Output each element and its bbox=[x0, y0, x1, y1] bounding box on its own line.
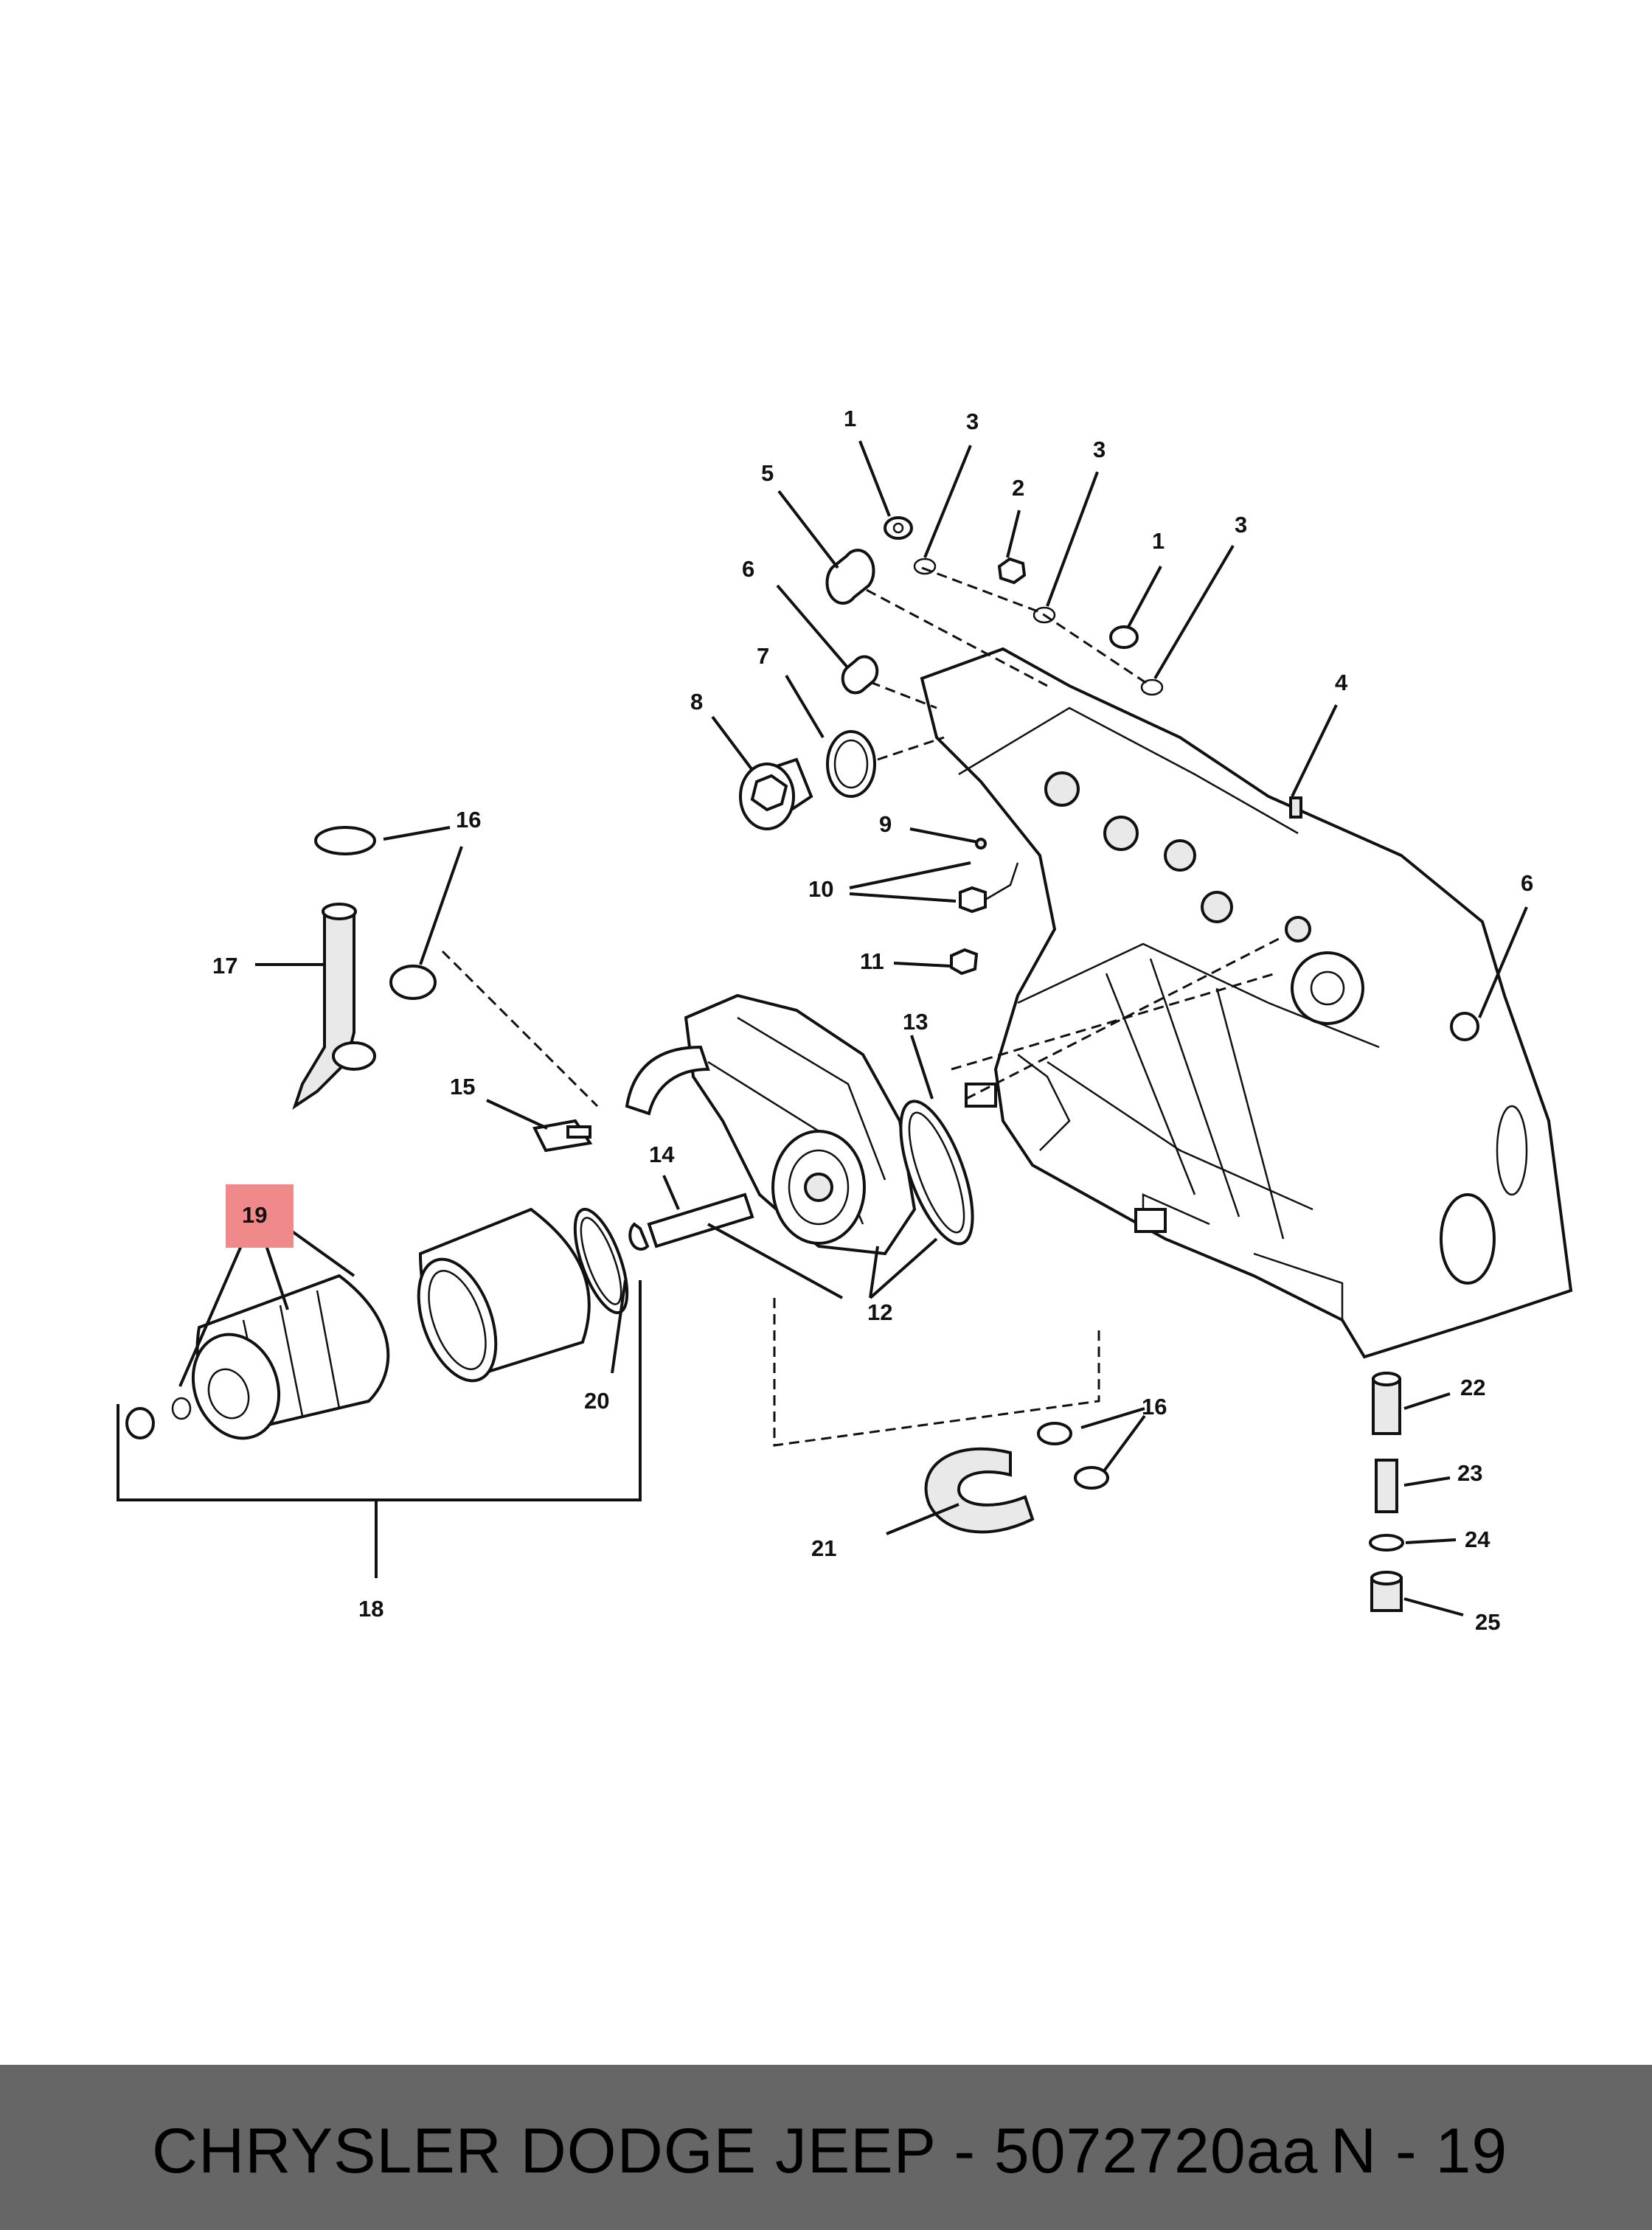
callout-2: 2 bbox=[1012, 475, 1024, 501]
callout-1a: 1 bbox=[844, 406, 856, 431]
callout-7: 7 bbox=[757, 643, 769, 669]
callout-16a: 16 bbox=[456, 807, 481, 833]
callout-8: 8 bbox=[690, 689, 703, 715]
callout-21: 21 bbox=[811, 1535, 836, 1561]
callout-19: 19 bbox=[242, 1202, 267, 1228]
callout-6a: 6 bbox=[742, 556, 754, 582]
callout-4: 4 bbox=[1335, 670, 1348, 695]
callout-18: 18 bbox=[358, 1596, 384, 1622]
footer-part-code: N - 19 bbox=[1330, 2116, 1508, 2186]
footer-bar bbox=[0, 2065, 1652, 2230]
callout-3a: 3 bbox=[966, 409, 979, 434]
callout-labels: 1 1 2 3 3 3 4 5 6 6 7 8 9 10 11 12 13 14… bbox=[212, 406, 1533, 1635]
sensor-fittings bbox=[950, 796, 1480, 1041]
hose-and-clamps-bottom bbox=[773, 1298, 1109, 1534]
top-fittings bbox=[739, 516, 1164, 830]
callout-3b: 3 bbox=[1093, 437, 1106, 462]
engine-block bbox=[920, 647, 1573, 1359]
callout-15: 15 bbox=[450, 1074, 475, 1100]
callout-14: 14 bbox=[649, 1142, 675, 1167]
oil-cooler-assembly bbox=[625, 935, 1284, 1256]
valve-parts bbox=[1369, 1372, 1404, 1612]
highlight-box bbox=[226, 1184, 294, 1248]
callout-3c: 3 bbox=[1235, 512, 1247, 538]
callout-24: 24 bbox=[1465, 1526, 1490, 1552]
footer-part-title: CHRYSLER DODGE JEEP - 5072720aa bbox=[152, 2116, 1319, 2186]
callout-13: 13 bbox=[903, 1009, 928, 1035]
hose-and-clamps-left bbox=[292, 826, 599, 1110]
callout-20: 20 bbox=[584, 1388, 609, 1414]
callout-11: 11 bbox=[860, 948, 884, 974]
callout-9: 9 bbox=[879, 811, 892, 837]
callout-10: 10 bbox=[808, 876, 833, 902]
callout-12: 12 bbox=[867, 1299, 892, 1325]
callout-17: 17 bbox=[212, 953, 237, 979]
callout-5: 5 bbox=[761, 460, 774, 486]
leader-lines bbox=[117, 440, 1528, 1616]
exploded-parts-diagram: 1 1 2 3 3 3 4 5 6 6 7 8 9 10 11 12 13 14… bbox=[117, 406, 1573, 1635]
callout-23: 23 bbox=[1457, 1460, 1482, 1486]
callout-1b: 1 bbox=[1152, 528, 1165, 554]
oil-filter-housing bbox=[125, 1119, 754, 1440]
callout-16b: 16 bbox=[1142, 1394, 1167, 1420]
callout-22: 22 bbox=[1460, 1375, 1485, 1400]
callout-6b: 6 bbox=[1521, 870, 1533, 896]
callout-25: 25 bbox=[1475, 1609, 1500, 1635]
